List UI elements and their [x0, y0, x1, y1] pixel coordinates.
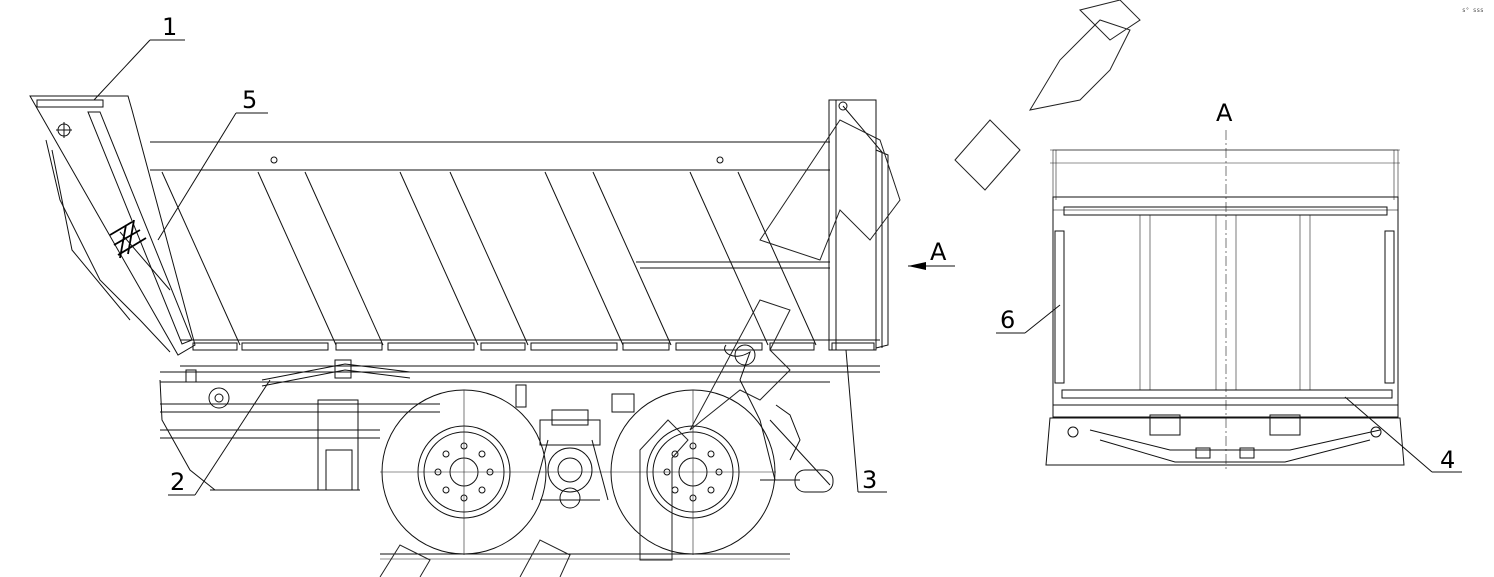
- suspension: [531, 409, 609, 509]
- cab-outline: [45, 139, 171, 353]
- right-side-reflector: [1384, 230, 1395, 384]
- callout-2: 2: [170, 468, 185, 496]
- side-panel-ribs: [161, 171, 817, 346]
- callout-3: 3: [862, 466, 877, 494]
- headboard-reflector-strip: [87, 111, 193, 345]
- chassis-frame: [159, 344, 880, 493]
- bumper: [1045, 417, 1405, 466]
- callout-6: 6: [1000, 306, 1015, 334]
- truck-side-view: A: [29, 95, 955, 560]
- ladder-detail: [109, 219, 147, 259]
- callout-1: 1: [162, 13, 177, 41]
- view-arrow-head: [908, 262, 926, 270]
- view-arrow-label: A: [930, 238, 947, 266]
- reflector-1: [36, 99, 104, 108]
- top-reflector: [1063, 206, 1388, 216]
- reflector-3: [831, 342, 875, 351]
- view-title: A: [1216, 99, 1233, 127]
- lug-nuts: [434, 442, 723, 502]
- watermark: [379, 0, 1141, 577]
- corner-mark: s° sss: [1462, 7, 1484, 14]
- rear-wheels: [380, 389, 776, 555]
- rear-body-frame: [1052, 196, 1399, 418]
- front-headboard: [29, 95, 196, 356]
- tailgate: [828, 99, 877, 351]
- reflector-6: [1054, 230, 1065, 384]
- bottom-reflector-4: [1061, 389, 1393, 399]
- rear-view-a: A: [1045, 99, 1405, 470]
- callout-4: 4: [1440, 446, 1455, 474]
- callout-5: 5: [242, 86, 257, 114]
- leader-lines: [93, 39, 1462, 496]
